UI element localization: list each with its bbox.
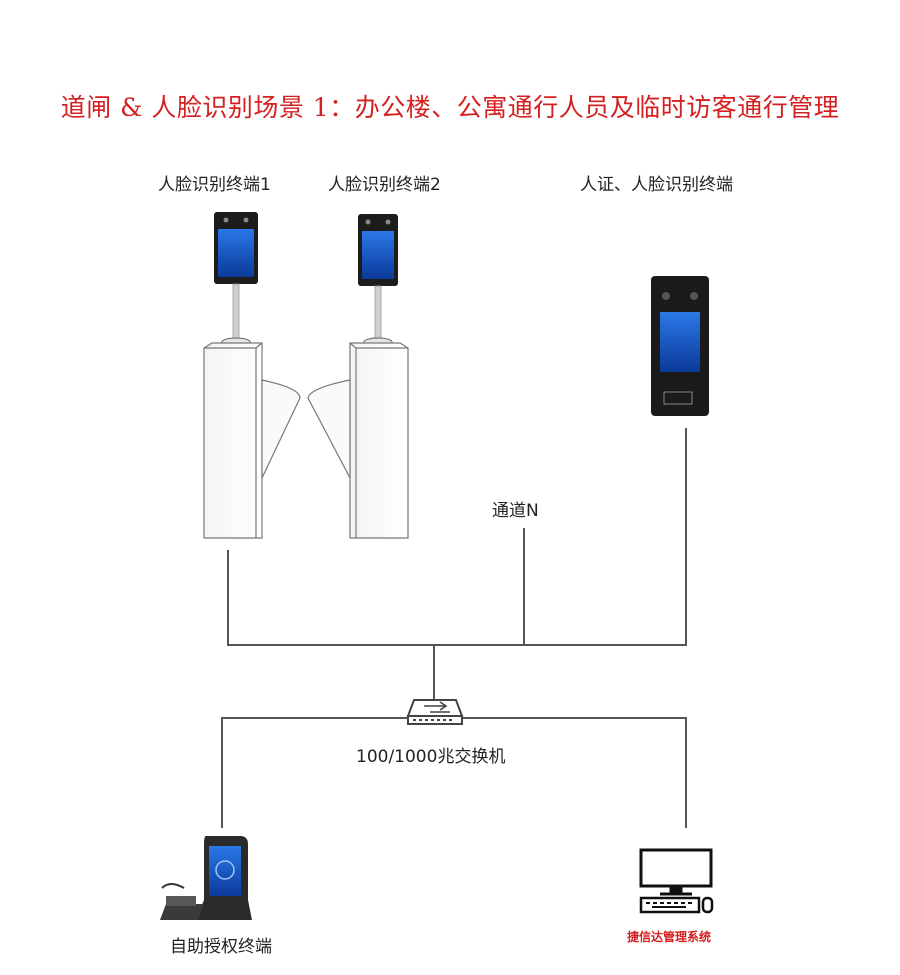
mgmt-system-line	[462, 717, 687, 828]
face-terminal-icon	[358, 214, 398, 339]
top-bus-line	[227, 428, 687, 646]
computer-icon	[639, 848, 714, 914]
turnstile-gate-icon	[203, 337, 301, 539]
label-terminal-1: 人脸识别终端1	[158, 175, 271, 195]
face-terminal-icon	[214, 212, 258, 339]
connection-lines	[221, 428, 687, 828]
self-auth-kiosk-icon	[160, 836, 252, 920]
turnstile-gate-icon	[307, 337, 409, 539]
page-title: 道闸 & 人脸识别场景 1：办公楼、公寓通行人员及临时访客通行管理	[60, 93, 840, 122]
label-switch: 100/1000兆交换机	[356, 747, 506, 767]
network-switch-icon	[406, 699, 464, 725]
label-terminal-2: 人脸识别终端2	[328, 175, 441, 195]
label-channel-n: 通道N	[492, 501, 539, 521]
id-face-terminal-icon	[651, 276, 709, 416]
label-mgmt-system: 捷信达管理系统	[627, 930, 712, 944]
self-auth-line	[221, 717, 412, 828]
label-id-terminal: 人证、人脸识别终端	[580, 175, 733, 195]
label-self-auth: 自助授权终端	[170, 937, 272, 957]
